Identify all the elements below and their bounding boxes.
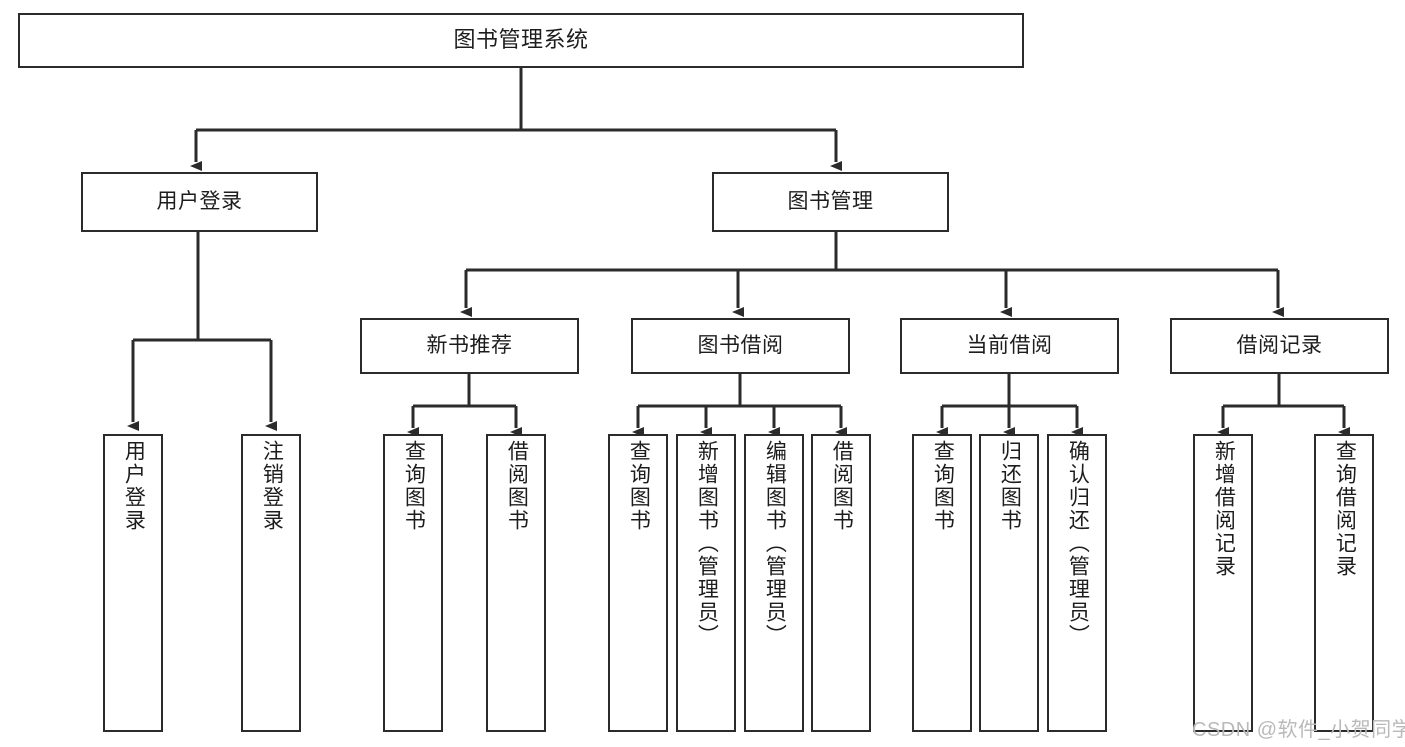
leaf-logout-login[interactable]: 注销登录 [241,434,301,732]
node-label: 新书推荐 [426,334,513,358]
leaf-edit-book-admin[interactable]: 编辑图书（管理员） [744,434,804,732]
node-label: 查询图书 [931,440,955,532]
node-current-borrow[interactable]: 当前借阅 [900,318,1119,374]
node-label: 查询图书 [402,440,426,532]
node-book-borrow[interactable]: 图书借阅 [631,318,850,374]
node-label: 编辑图书（管理员） [763,440,787,647]
node-label: 借阅记录 [1236,334,1323,358]
leaf-user-login[interactable]: 用户登录 [103,434,163,732]
node-root-library-system[interactable]: 图书管理系统 [18,13,1024,68]
node-book-management[interactable]: 图书管理 [712,172,949,232]
leaf-borrow-book[interactable]: 借阅图书 [811,434,871,732]
node-new-book-recommend[interactable]: 新书推荐 [360,318,579,374]
leaf-query-borrow-record[interactable]: 查询借阅记录 [1314,434,1374,732]
node-label: 新增借阅记录 [1212,440,1236,578]
node-label: 确认归还（管理员） [1066,440,1090,647]
node-label: 图书借阅 [697,334,784,358]
leaf-query-book-new-recommend[interactable]: 查询图书 [383,434,443,732]
node-label: 借阅图书 [505,440,529,532]
leaf-add-borrow-record[interactable]: 新增借阅记录 [1193,434,1253,732]
leaf-query-book-borrow[interactable]: 查询图书 [608,434,668,732]
node-label: 图书管理系统 [453,27,589,53]
node-label: 借阅图书 [830,440,854,532]
node-label: 查询图书 [627,440,651,532]
node-label: 查询借阅记录 [1333,440,1357,578]
leaf-return-book[interactable]: 归还图书 [979,434,1039,732]
leaf-confirm-return-admin[interactable]: 确认归还（管理员） [1047,434,1107,732]
node-label: 用户登录 [122,440,146,532]
node-label: 归还图书 [998,440,1022,532]
node-label: 当前借阅 [966,334,1053,358]
csdn-watermark: CSDN @软件_小贺同学 [1192,719,1405,741]
node-label: 新增图书（管理员） [695,440,719,647]
node-label: 图书管理 [787,190,874,214]
node-user-login[interactable]: 用户登录 [81,172,318,232]
leaf-query-book-current[interactable]: 查询图书 [912,434,972,732]
node-label: 用户登录 [156,190,243,214]
leaf-borrow-book-new-recommend[interactable]: 借阅图书 [486,434,546,732]
node-label: 注销登录 [260,440,284,532]
leaf-add-book-admin[interactable]: 新增图书（管理员） [676,434,736,732]
node-borrow-record[interactable]: 借阅记录 [1170,318,1389,374]
